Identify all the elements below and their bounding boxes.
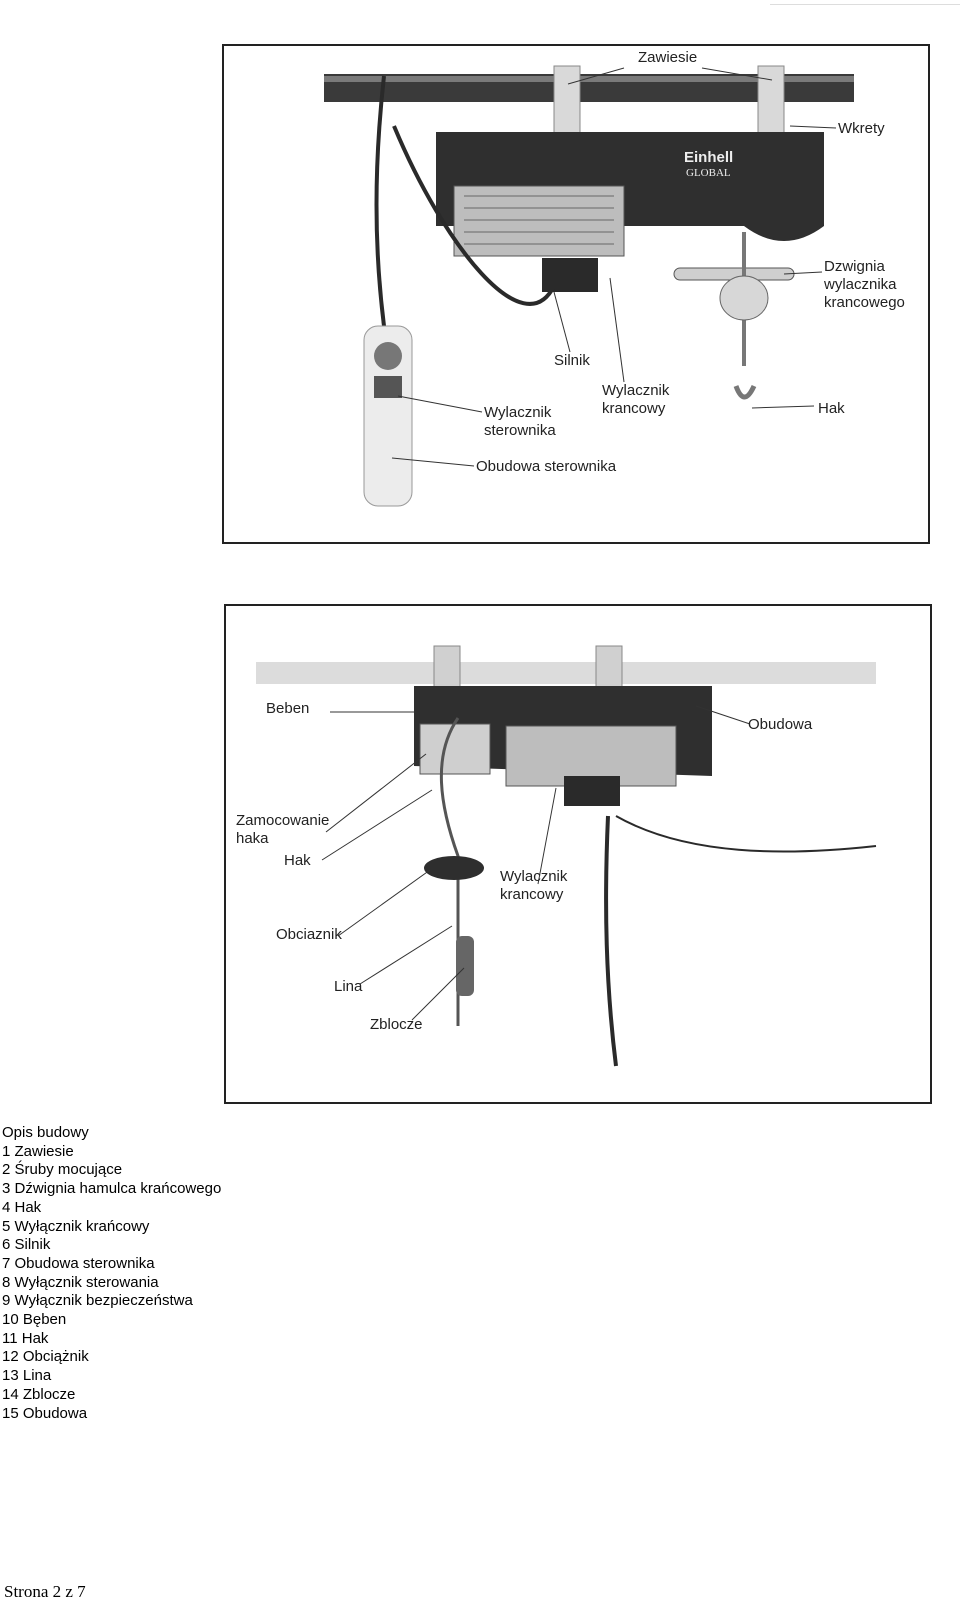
pulley-block	[456, 936, 474, 996]
label-obudowa-sterownika: Obudowa sterownika	[476, 458, 617, 475]
parts-legend: Opis budowy 1 Zawiesie 2 Śruby mocujące …	[2, 1124, 221, 1423]
legend-item: 15 Obudowa	[2, 1404, 88, 1422]
rope	[439, 717, 460, 1026]
label-silnik: Silnik	[554, 352, 590, 369]
legend-item: 4 Hak	[2, 1198, 42, 1216]
legend-item: 5 Wyłącznik krańcowy	[2, 1217, 150, 1235]
mounting-bar	[256, 662, 876, 684]
hook	[733, 384, 757, 400]
bracket-right	[757, 65, 785, 137]
limit-switch	[542, 258, 598, 292]
legend-item: 2 Śruby mocujące	[2, 1161, 123, 1179]
brand-logo: Einhell	[684, 149, 733, 166]
label-zawiesie: Zawiesie	[638, 49, 698, 66]
legend-item: 7 Obudowa sterownika	[2, 1254, 155, 1272]
legend-item: 14 Zblocze	[2, 1385, 76, 1403]
label-wylacznik-krancowy: Wylacznik krancowy	[500, 868, 568, 903]
label-obudowa: Obudowa	[748, 716, 813, 733]
power-cable	[374, 75, 556, 327]
controller-button	[374, 376, 402, 398]
legend-item: 12 Obciążnik	[2, 1348, 89, 1366]
label-wylacznik-krancowy: Wylacznik krancowy	[602, 382, 670, 417]
legend-title: Opis budowy	[2, 1124, 89, 1141]
hoist-illustration-1: Einhell GLOBAL	[324, 65, 854, 507]
legend-item: 6 Silnik	[2, 1236, 51, 1254]
limit-switch	[564, 776, 620, 806]
label-lina: Lina	[334, 978, 363, 995]
pendant-controller	[363, 325, 413, 507]
label-zblocze: Zblocze	[370, 1016, 423, 1033]
bracket-left	[553, 65, 581, 137]
label-dzwignia: Dzwignia wylacznika krancowego	[824, 258, 905, 311]
legend-item: 11 Hak	[2, 1329, 49, 1347]
label-zamocowanie-haka: Zamocowanie haka	[236, 812, 330, 847]
hoist-photo-side-view: Beben Obudowa Zamocowanie haka Hak Wylac…	[224, 604, 932, 1104]
drum	[419, 723, 491, 775]
weight	[424, 856, 484, 880]
label-hak: Hak	[284, 852, 311, 869]
label-obciaznik: Obciaznik	[276, 926, 342, 943]
label-wylacznik-sterownika: Wylacznik sterownika	[484, 404, 556, 439]
power-cable	[604, 815, 618, 1067]
controller-button-top	[374, 342, 402, 370]
hoist-photo-top-view: Einhell GLOBAL	[222, 44, 930, 544]
legend-item: 8 Wyłącznik sterowania	[2, 1273, 159, 1291]
label-hak: Hak	[818, 400, 845, 417]
legend-item: 10 Bęben	[2, 1311, 67, 1329]
label-beben: Beben	[266, 700, 310, 717]
legend-item: 13 Lina	[2, 1367, 52, 1385]
legend-item: 9 Wyłącznik bezpieczeństwa	[2, 1292, 193, 1310]
label-wkrety: Wkrety	[838, 120, 885, 137]
legend-item: 3 Dźwignia hamulca krańcowego	[2, 1180, 222, 1198]
brand-logo-sub: GLOBAL	[686, 167, 731, 179]
page-number: Strona 2 z 7	[4, 1582, 86, 1601]
top-rule	[770, 4, 960, 5]
hoist-illustration-2	[256, 645, 877, 1067]
hook-block	[719, 275, 769, 321]
legend-item: 1 Zawiesie	[2, 1142, 74, 1160]
